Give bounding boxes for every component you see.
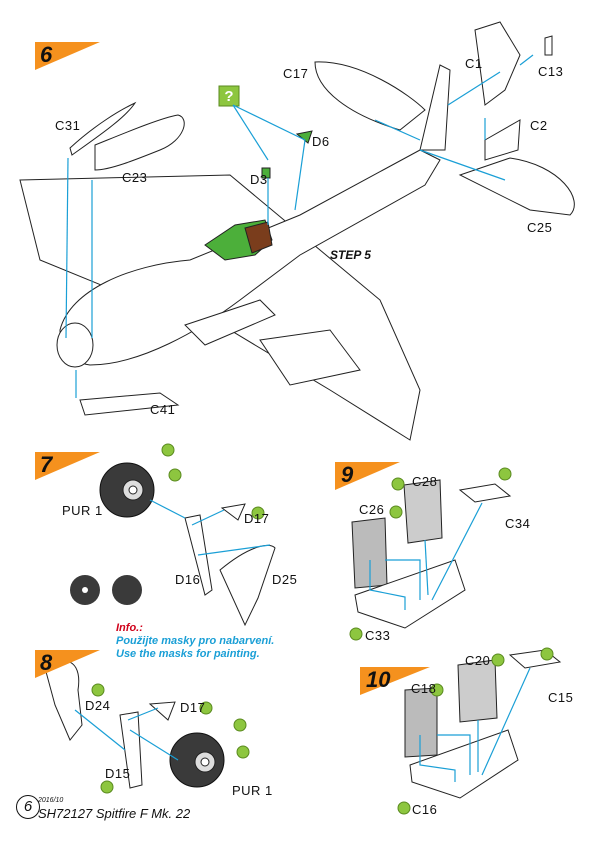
callout-lines-step7 (149, 499, 271, 556)
label-c16: C16 (412, 802, 438, 817)
label-c2: C2 (530, 118, 548, 133)
label-pur1-step8: PUR 1 (232, 783, 273, 798)
step-flag-7 (35, 452, 100, 480)
label-c31: C31 (55, 118, 81, 133)
page-number: 6 (16, 795, 40, 819)
step-number-10: 10 (366, 667, 391, 692)
fuselage-drawing (19, 21, 575, 441)
svg-text:?: ? (224, 88, 233, 105)
footer-date-code: 2016/10 (38, 797, 64, 804)
label-c26: C26 (359, 502, 385, 517)
step-number-8: 8 (40, 650, 53, 675)
label-d16: D16 (175, 572, 201, 587)
callout-lines-step10 (419, 667, 531, 782)
callout-lines-step8 (74, 707, 179, 761)
paint-badges (91, 443, 554, 815)
label-c18: C18 (411, 681, 437, 696)
step-flag-6 (35, 42, 100, 70)
info-line-cz: Použijte masky pro nabarvení. (116, 635, 275, 647)
label-c23: C23 (122, 170, 148, 185)
step-number-7: 7 (40, 452, 53, 477)
label-d15: D15 (105, 766, 131, 781)
label-d25: D25 (272, 572, 298, 587)
question-badge (218, 85, 240, 107)
label-d17-step7: D17 (244, 511, 270, 526)
step-flag-9 (335, 462, 400, 490)
label-c1: C1 (465, 56, 483, 71)
label-c13: C13 (538, 64, 564, 79)
step-note: STEP 5 (330, 248, 371, 262)
label-d6: D6 (312, 134, 330, 149)
info-title: Info.: (116, 622, 143, 634)
step-flag-10 (360, 667, 430, 695)
wheel-step8 (169, 732, 225, 788)
label-c15: C15 (548, 690, 574, 705)
part-d3 (261, 167, 271, 179)
strut-step8 (44, 660, 176, 789)
label-c17: C17 (283, 66, 309, 81)
mask-discs (70, 575, 142, 605)
label-d17-step8: D17 (180, 700, 206, 715)
step-number-9: 9 (341, 462, 354, 487)
label-c25: C25 (527, 220, 553, 235)
info-line-en: Use the masks for painting. (116, 648, 260, 660)
callout-lines-step6 (65, 54, 534, 398)
step-flag-8 (35, 650, 100, 678)
footer-title: SH72127 Spitfire F Mk. 22 (38, 806, 191, 821)
label-pur1-step7: PUR 1 (62, 503, 103, 518)
wheel-step7 (99, 462, 155, 518)
label-c20: C20 (465, 653, 491, 668)
cockpit (204, 219, 273, 261)
parts-step9 (351, 479, 512, 629)
label-c28: C28 (412, 474, 438, 489)
label-c41: C41 (150, 402, 176, 417)
label-c33: C33 (365, 628, 391, 643)
parts-step10 (404, 649, 562, 799)
callout-lines-step9 (369, 502, 483, 610)
step-number-6: 6 (40, 42, 53, 67)
label-d24: D24 (85, 698, 111, 713)
label-c34: C34 (505, 516, 531, 531)
label-d3: D3 (250, 172, 268, 187)
